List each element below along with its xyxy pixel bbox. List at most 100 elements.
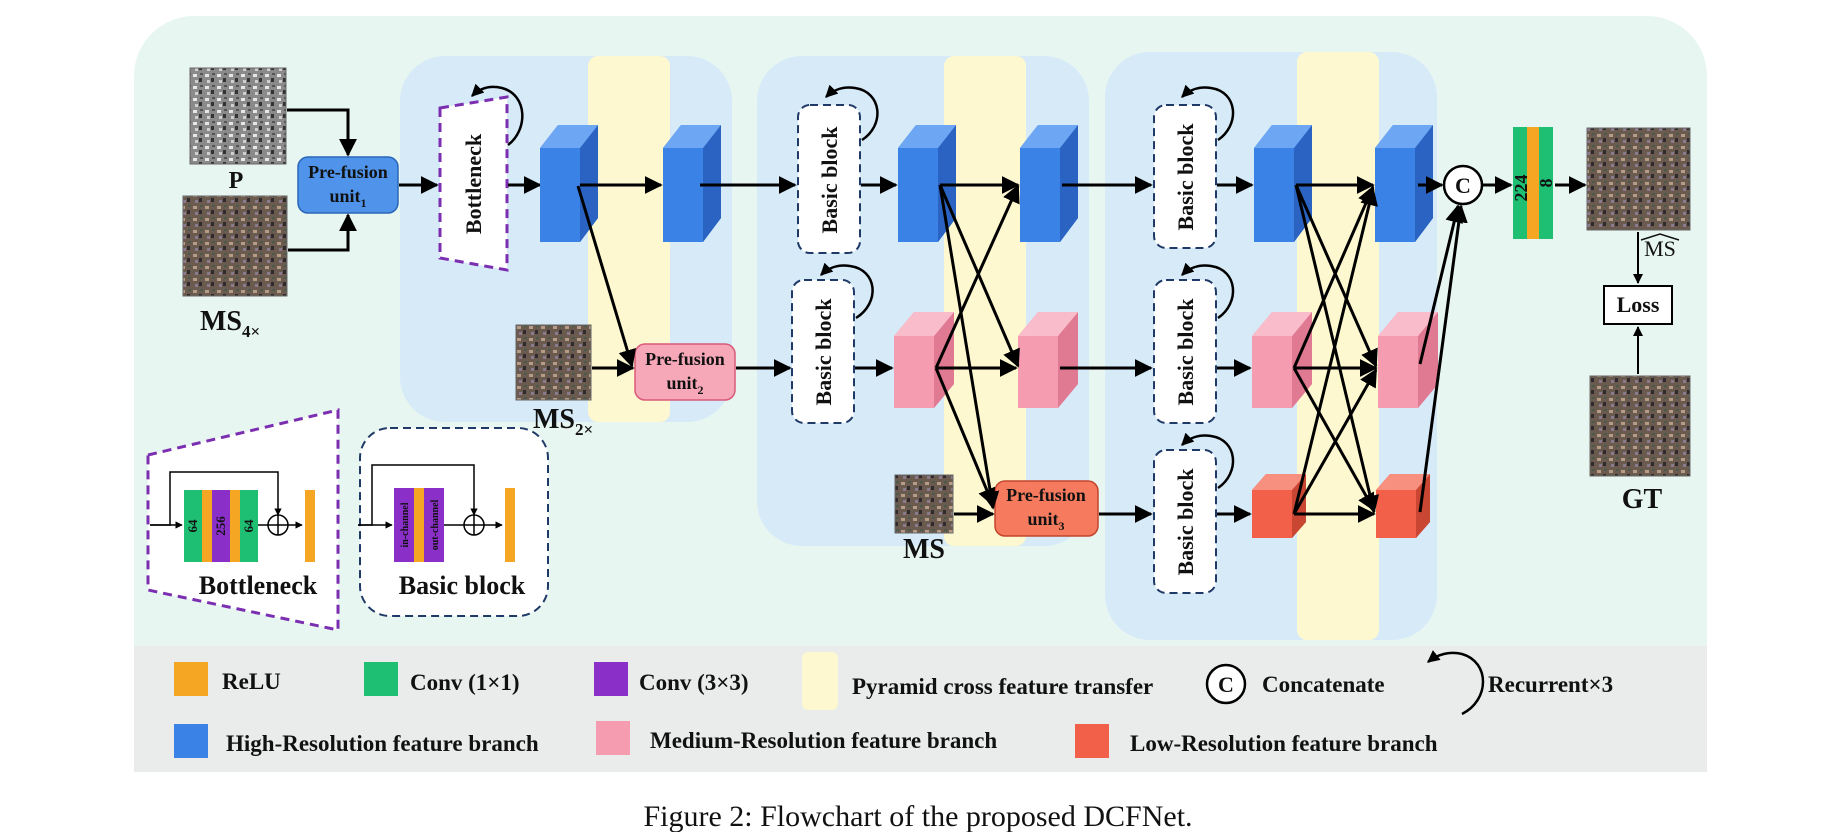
- loss-label: Loss: [1617, 292, 1660, 317]
- legend-concat-icon: [1205, 663, 1247, 705]
- legend-high-label: High-Resolution feature branch: [226, 731, 539, 756]
- out-num-224: 224: [1511, 175, 1531, 202]
- recurrent-arrow-bottleneck: [471, 83, 524, 146]
- p-label: P: [229, 168, 244, 194]
- loss-box: [1603, 285, 1673, 325]
- legend-relu-swatch: [174, 662, 208, 696]
- legend-conv3-swatch: [594, 662, 628, 696]
- ms2-label: MS2×: [533, 404, 593, 439]
- legend-low-label: Low-Resolution feature branch: [1130, 731, 1438, 756]
- bottleneck-label: Bottleneck: [461, 133, 486, 234]
- legend-pyramid-label: Pyramid cross feature transfer: [852, 674, 1153, 699]
- gt-label: GT: [1622, 484, 1663, 515]
- out-relu: [1527, 127, 1539, 239]
- pyramid-strip-2: [944, 56, 1026, 546]
- prefusion-unit-1-line1: Pre-fusion: [308, 162, 388, 182]
- basic-block-s3-high: [1153, 104, 1217, 249]
- legend-relu-label: ReLU: [222, 669, 281, 694]
- pyramid-strip-1: [588, 56, 670, 422]
- prefusion-unit-2-line2: unit2: [666, 373, 703, 397]
- arrow-hr1-to-pf2: [576, 185, 636, 368]
- lr-cube-s3a: [1252, 474, 1306, 538]
- bbd-relu-a: [414, 488, 424, 562]
- legend-medium-label: Medium-Resolution feature branch: [650, 728, 997, 753]
- concatenate-symbol: C: [1455, 173, 1471, 198]
- basic-block-s2-high-label: Basic block: [817, 126, 842, 234]
- out-conv1-b: [1539, 127, 1553, 239]
- recurrent-arrow-s3-high: [1181, 84, 1235, 142]
- figure-caption: Figure 2: Flowchart of the proposed DCFN…: [643, 800, 1192, 832]
- recurrent-arrow-s3-low: [1181, 432, 1235, 490]
- legend-conv3-label: Conv (3×3): [639, 670, 749, 695]
- legend-low-swatch: [1075, 724, 1109, 758]
- ms4-label: MS4×: [200, 306, 260, 341]
- ms2-image: [515, 324, 592, 401]
- legend-recurrent-icon: [1427, 650, 1485, 716]
- basic-block-s3-med-label: Basic block: [1173, 298, 1198, 406]
- recurrent-arrow-s2-med: [820, 262, 874, 320]
- p-image: [189, 67, 287, 165]
- mr-cube-s3b: [1378, 312, 1438, 408]
- basic-block-s2-med: [791, 279, 855, 424]
- legend-conv1-label: Conv (1×1): [410, 670, 520, 695]
- ms-hat-image: [1586, 127, 1691, 231]
- bd-relu-out: [305, 490, 315, 562]
- basic-block-s2-high: [797, 104, 861, 254]
- hr-cube-s1a: [540, 125, 598, 242]
- ms-image: [894, 474, 954, 534]
- legend-conv1-swatch: [364, 662, 398, 696]
- cross-connections-s3: [1292, 176, 1379, 523]
- hr-cube-s1b: [663, 125, 721, 242]
- bbd-layer-2: out-channel: [430, 499, 441, 550]
- arrow-p-to-pf1: [287, 108, 357, 157]
- legend-concat-symbol: C: [1218, 672, 1234, 697]
- prefusion-unit-1: [297, 156, 399, 214]
- basic-block-s3-low: [1153, 449, 1217, 594]
- bottleneck-detail-title: Bottleneck: [199, 571, 318, 600]
- legend-medium-swatch: [596, 721, 630, 755]
- legend-concat-label: Concatenate: [1262, 672, 1385, 697]
- legend-recurrent-label: Recurrent×3: [1488, 672, 1613, 697]
- bd-relu-b: [230, 490, 240, 562]
- legend-high-swatch: [174, 724, 208, 758]
- bd-conv1-b: [240, 490, 258, 562]
- hr-cube-s2b: [1020, 125, 1078, 242]
- prefusion-unit-3-line2: unit3: [1027, 509, 1064, 533]
- prefusion-unit-2-line1: Pre-fusion: [645, 349, 725, 369]
- ms-hat-label: MS: [1644, 236, 1676, 261]
- bd-conv3: [212, 490, 230, 562]
- mr-cube-s2a: [894, 312, 954, 408]
- basic-block-s3-med: [1153, 279, 1217, 424]
- bd-relu-a: [202, 490, 212, 562]
- bottleneck-block: [438, 95, 509, 272]
- basic-block-s3-low-label: Basic block: [1173, 468, 1198, 576]
- out-conv1-a: [1513, 127, 1527, 239]
- prefusion-unit-1-line2: unit1: [329, 186, 366, 210]
- bbd-conv3-b: [424, 488, 444, 562]
- mr-cube-s2b: [1018, 312, 1078, 408]
- ms-hat-accent: [1640, 233, 1680, 241]
- concatenate-node: [1442, 164, 1484, 206]
- arrow-mr-to-concat: [1418, 204, 1463, 365]
- bd-conv1-a: [184, 490, 202, 562]
- prefusion-unit-2: [634, 343, 736, 401]
- out-num-8: 8: [1536, 179, 1556, 188]
- bd-layer-3: 64: [241, 519, 256, 533]
- prefusion-unit-3-line1: Pre-fusion: [1006, 485, 1086, 505]
- lr-cube-s3b: [1376, 474, 1430, 538]
- cross-connections-s2: [934, 176, 1020, 510]
- ms-label: MS: [903, 534, 945, 565]
- legend-pyramid-swatch: [802, 652, 838, 710]
- arrow-ms4-to-pf1: [288, 213, 357, 252]
- bbd-conv3-a: [394, 488, 414, 562]
- bbd-layer-1: in-channel: [400, 502, 411, 547]
- basic-block-s3-high-label: Basic block: [1173, 123, 1198, 231]
- basic-block-s2-med-label: Basic block: [811, 298, 836, 406]
- mr-cube-s3a: [1252, 312, 1312, 408]
- bd-layer-1: 64: [185, 519, 200, 533]
- recurrent-arrow-s2-high: [825, 84, 879, 142]
- recurrent-arrow-s3-med: [1181, 262, 1235, 320]
- ms4-image: [182, 195, 288, 297]
- gt-image: [1589, 375, 1691, 477]
